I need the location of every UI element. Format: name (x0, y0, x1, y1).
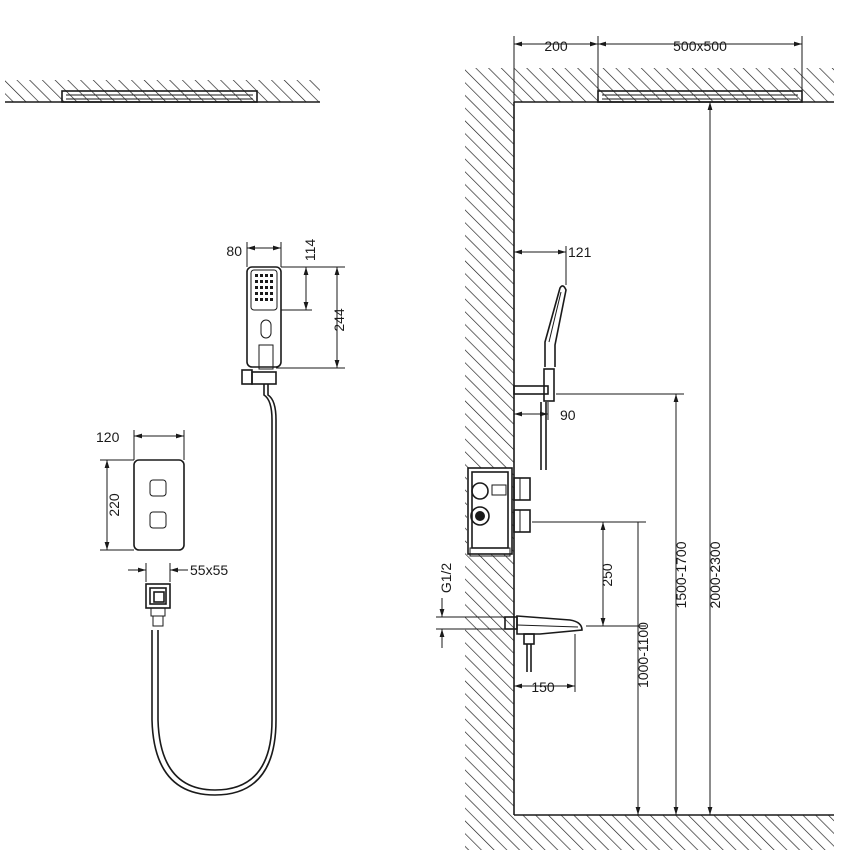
hand-shower-side (513, 285, 567, 470)
bath-spout (504, 615, 583, 672)
label-hand-shower-head-height: 114 (302, 239, 318, 262)
dim-hand-shower-projection: 121 (514, 244, 592, 285)
dim-wall-to-head-offset: 200 (513, 36, 599, 102)
label-wall-to-head-offset: 200 (544, 38, 568, 54)
right-floor (514, 814, 834, 850)
label-spout-to-valve: 250 (599, 563, 615, 587)
label-outlet-size: 55x55 (190, 562, 228, 578)
dim-thread-size: G1/2 (436, 563, 505, 648)
dim-control-panel-height: 220 (100, 459, 134, 551)
spray-nozzles (255, 274, 273, 301)
hand-shower-front (246, 266, 282, 370)
dim-hand-shower-head-height: 114 (281, 239, 318, 311)
right-ceiling (514, 68, 834, 103)
label-overhead-shower-size: 500x500 (673, 38, 727, 54)
right-wall (465, 68, 515, 850)
dim-outlet-size: 55x55 (128, 562, 228, 582)
dim-hand-shower-height: 244 (276, 266, 347, 369)
shower-hose (151, 384, 277, 796)
dim-overhead-shower-size: 500x500 (598, 36, 803, 91)
label-hand-shower-height: 244 (331, 308, 347, 332)
dim-spout-height: 1000-1100 (586, 522, 651, 815)
label-holder-height: 1500-1700 (673, 541, 689, 608)
label-holder-projection: 90 (560, 407, 576, 423)
overhead-shower-side (597, 90, 803, 103)
dim-head-height: 2000-2300 (707, 102, 723, 815)
dim-spout-to-valve: 250 (532, 521, 646, 626)
wall-outlet (145, 583, 171, 627)
label-head-height: 2000-2300 (707, 541, 723, 608)
dim-spout-projection: 150 (514, 634, 576, 695)
overhead-shower-front (61, 90, 258, 103)
label-control-panel-height: 220 (106, 493, 122, 517)
label-spout-height: 1000-1100 (635, 622, 651, 688)
thermostatic-valve (467, 467, 531, 557)
label-hand-shower-width: 80 (226, 243, 242, 259)
label-thread-size: G1/2 (438, 563, 454, 594)
label-spout-projection: 150 (531, 679, 555, 695)
dim-holder-projection: 90 (514, 402, 576, 423)
dim-control-panel-width: 120 (96, 429, 185, 460)
dim-hand-shower-width: 80 (226, 242, 282, 267)
hand-shower-holder (241, 369, 277, 385)
label-control-panel-width: 120 (96, 429, 120, 445)
dim-holder-height: 1500-1700 (556, 393, 689, 815)
control-panel (133, 459, 185, 551)
label-hand-shower-projection: 121 (568, 244, 592, 260)
